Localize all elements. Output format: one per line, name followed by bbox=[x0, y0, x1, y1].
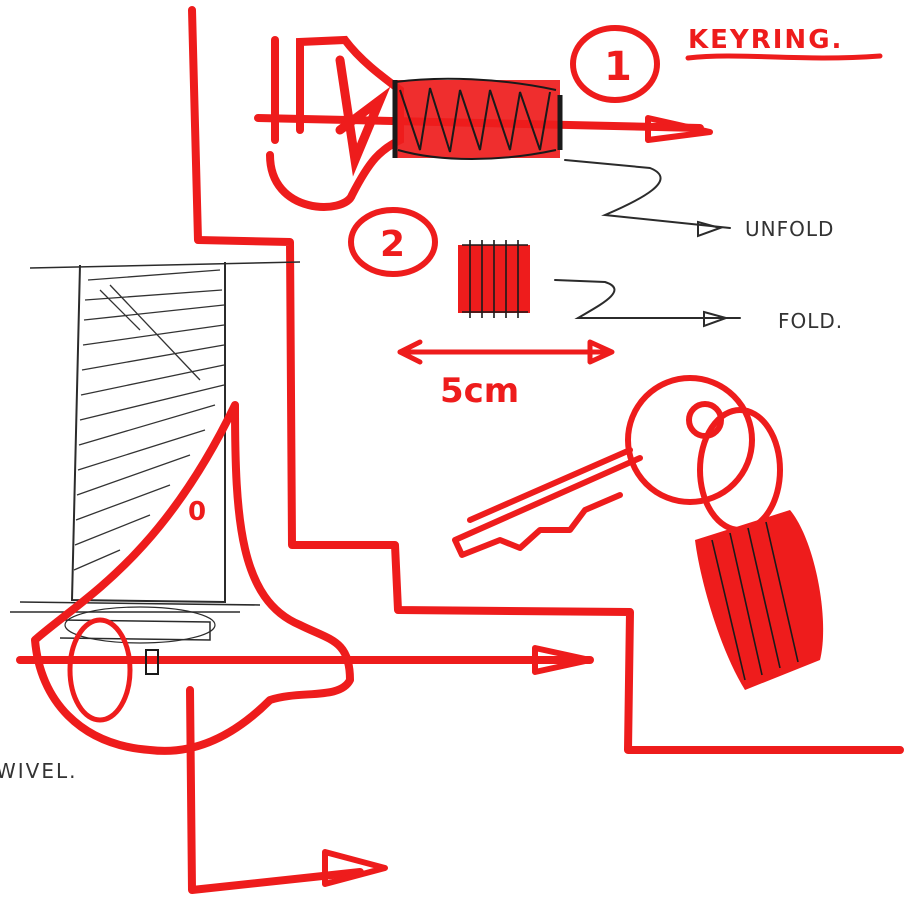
swivel-label: WIVEL. bbox=[0, 759, 78, 783]
unfold-label: UNFOLD bbox=[745, 217, 834, 241]
folded-ring-drawing bbox=[458, 240, 530, 318]
keyring-cylinder bbox=[695, 510, 823, 690]
step-2-badge: 2 bbox=[351, 210, 435, 274]
dimension-label: 5cm bbox=[440, 371, 519, 411]
leader-lines bbox=[555, 160, 740, 326]
swivel-ring bbox=[70, 620, 130, 720]
swivel-mark: 0 bbox=[188, 497, 206, 527]
page-title: KEYRING. bbox=[688, 25, 843, 55]
step-1-badge: 1 bbox=[573, 28, 657, 100]
title-block: KEYRING. bbox=[688, 25, 880, 58]
step-1-label: 1 bbox=[604, 44, 632, 90]
step-2-label: 2 bbox=[380, 224, 405, 265]
swivel-arrows bbox=[325, 648, 590, 884]
unfolded-ring-drawing bbox=[270, 40, 560, 207]
dimension-arrow bbox=[400, 342, 612, 362]
fold-label: FOLD. bbox=[778, 309, 843, 333]
swivel-shape bbox=[20, 405, 590, 890]
